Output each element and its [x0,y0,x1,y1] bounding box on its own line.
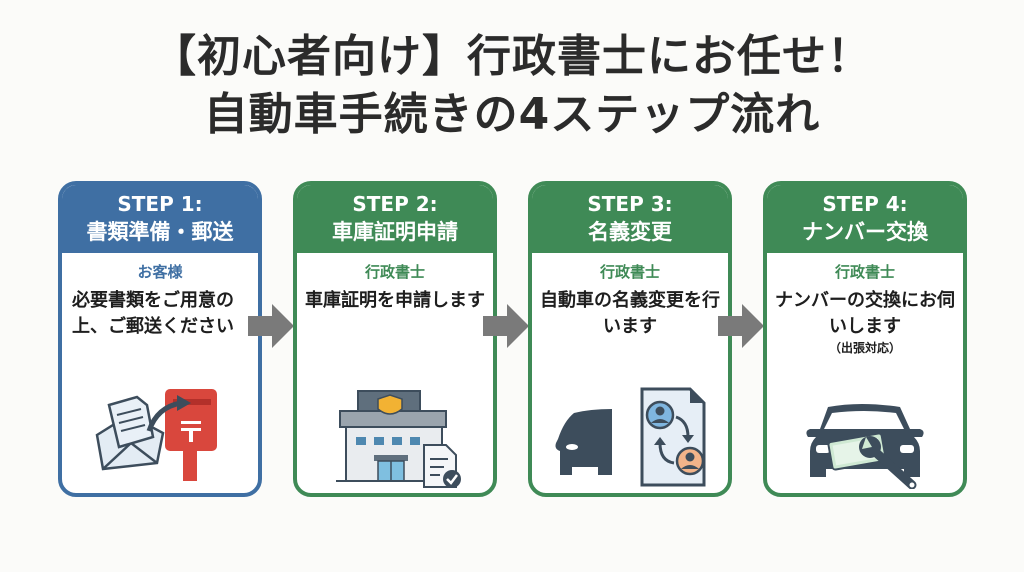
step-header: STEP 4: ナンバー交換 [767,185,963,253]
step-description: 必要書類をご用意の上、ご郵送ください [72,290,234,337]
mail-to-postbox-icon [62,381,258,489]
step-number: STEP 2: [352,192,438,216]
step-number: STEP 1: [117,192,203,216]
step-description: 自動車の名義変更を行います [540,290,720,337]
step-header: STEP 3: 名義変更 [532,185,728,253]
arrow-right-icon [718,304,764,348]
title-line-2: 自動車手続きの4ステップ流れ [203,89,821,140]
police-station-document-icon [297,385,493,489]
step-card-1: STEP 1: 書類準備・郵送 お客様 必要書類をご用意の上、ご郵送ください [58,181,262,497]
step-number: STEP 4: [822,192,908,216]
step-actor: お客様 [137,263,183,281]
step-name: 書類準備・郵送 [86,220,234,244]
step-actor: 行政書士 [364,263,425,281]
car-ownership-transfer-icon [532,381,728,489]
car-plate-wrench-icon [767,399,963,489]
step-card-4: STEP 4: ナンバー交換 行政書士 ナンバーの交換にお伺いします （出張対応… [763,181,967,497]
step-card-2: STEP 2: 車庫証明申請 行政書士 車庫証明を申請します [293,181,497,497]
step-card-3: STEP 3: 名義変更 行政書士 自動車の名義変更を行います [528,181,732,497]
step-name: 名義変更 [588,220,672,244]
step-number: STEP 3: [587,192,673,216]
step-name: 車庫証明申請 [332,220,458,244]
step-actor: 行政書士 [834,263,895,281]
step-description: ナンバーの交換にお伺いします [775,290,955,337]
step-name: ナンバー交換 [802,220,928,244]
arrow-right-icon [248,304,294,348]
arrow-right-icon [483,304,529,348]
step-header: STEP 2: 車庫証明申請 [297,185,493,253]
step-note: （出張対応） [828,341,901,355]
page-title: 【初心者向け】行政書士にお任せ！ 自動車手続きの4ステップ流れ [0,28,1024,144]
step-actor: 行政書士 [599,263,660,281]
title-line-1: 【初心者向け】行政書士にお任せ！ [152,31,872,82]
step-description: 車庫証明を申請します [305,290,485,311]
step-header: STEP 1: 書類準備・郵送 [62,185,258,253]
